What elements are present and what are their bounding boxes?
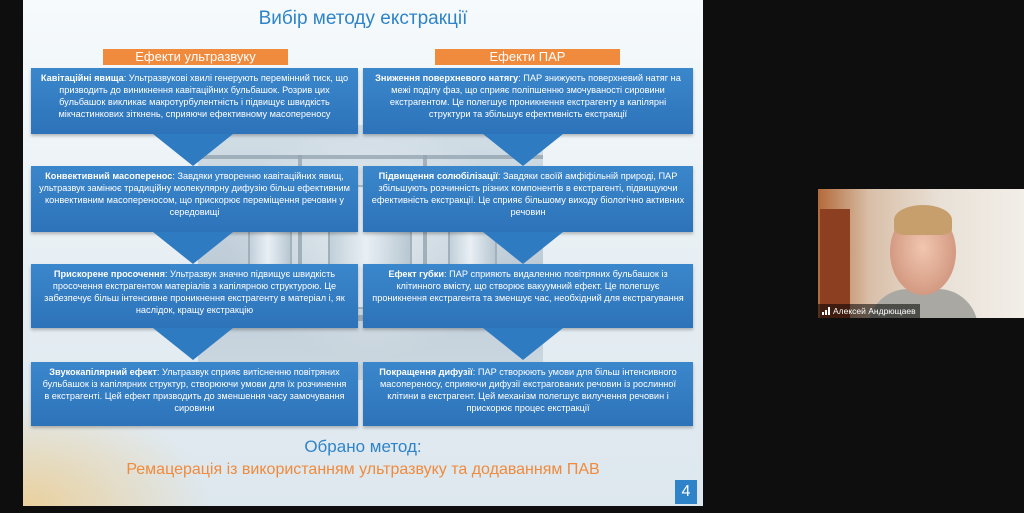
down-arrow-icon xyxy=(153,328,233,360)
effect-box-accelerated-impregnation: Прискорене просочення: Ультразвук значно… xyxy=(31,264,358,328)
slide-page-number: 4 xyxy=(675,480,697,504)
surfactant-effects-header: Ефекти ПАР xyxy=(435,49,620,65)
chosen-method-label: Обрано метод: xyxy=(304,437,422,456)
down-arrow-icon xyxy=(483,328,563,360)
effect-box-surface-tension: Зниження поверхневого натягу: ПАР знижую… xyxy=(363,68,693,134)
effect-box-sponge-effect: Ефект губки: ПАР сприяють видаленню пові… xyxy=(363,264,693,328)
slide-title: Вибір методу екстракції xyxy=(258,8,468,29)
chosen-method-text: Ремацерація із використанням ультразвуку… xyxy=(126,461,600,478)
down-arrow-icon xyxy=(483,232,563,264)
effect-box-solubilization: Підвищення солюбілізації: Завдяки своїй … xyxy=(363,166,693,232)
effect-box-convective-mass-transfer: Конвективний масоперенос: Завдяки утворе… xyxy=(31,166,358,232)
participant-name: Алексей Андрющаев xyxy=(833,306,916,316)
down-arrow-icon xyxy=(483,134,563,166)
effect-box-sonocapillary: Звукокапілярний ефект: Ультразвук сприяє… xyxy=(31,362,358,426)
presentation-slide: Вибір методу екстракції Ефекти ультразву… xyxy=(23,0,703,506)
effect-box-diffusion: Покращення дифузії: ПАР створюють умови … xyxy=(363,362,693,426)
signal-strength-icon xyxy=(822,307,830,315)
ultrasound-effects-header: Ефекти ультразвуку xyxy=(103,49,288,65)
participant-video-tile[interactable]: Алексей Андрющаев xyxy=(818,189,1024,318)
down-arrow-icon xyxy=(153,232,233,264)
effect-box-cavitation: Кавітаційні явища: Ультразвукові хвилі г… xyxy=(31,68,358,134)
participant-nameplate: Алексей Андрющаев xyxy=(818,304,920,318)
down-arrow-icon xyxy=(153,134,233,166)
